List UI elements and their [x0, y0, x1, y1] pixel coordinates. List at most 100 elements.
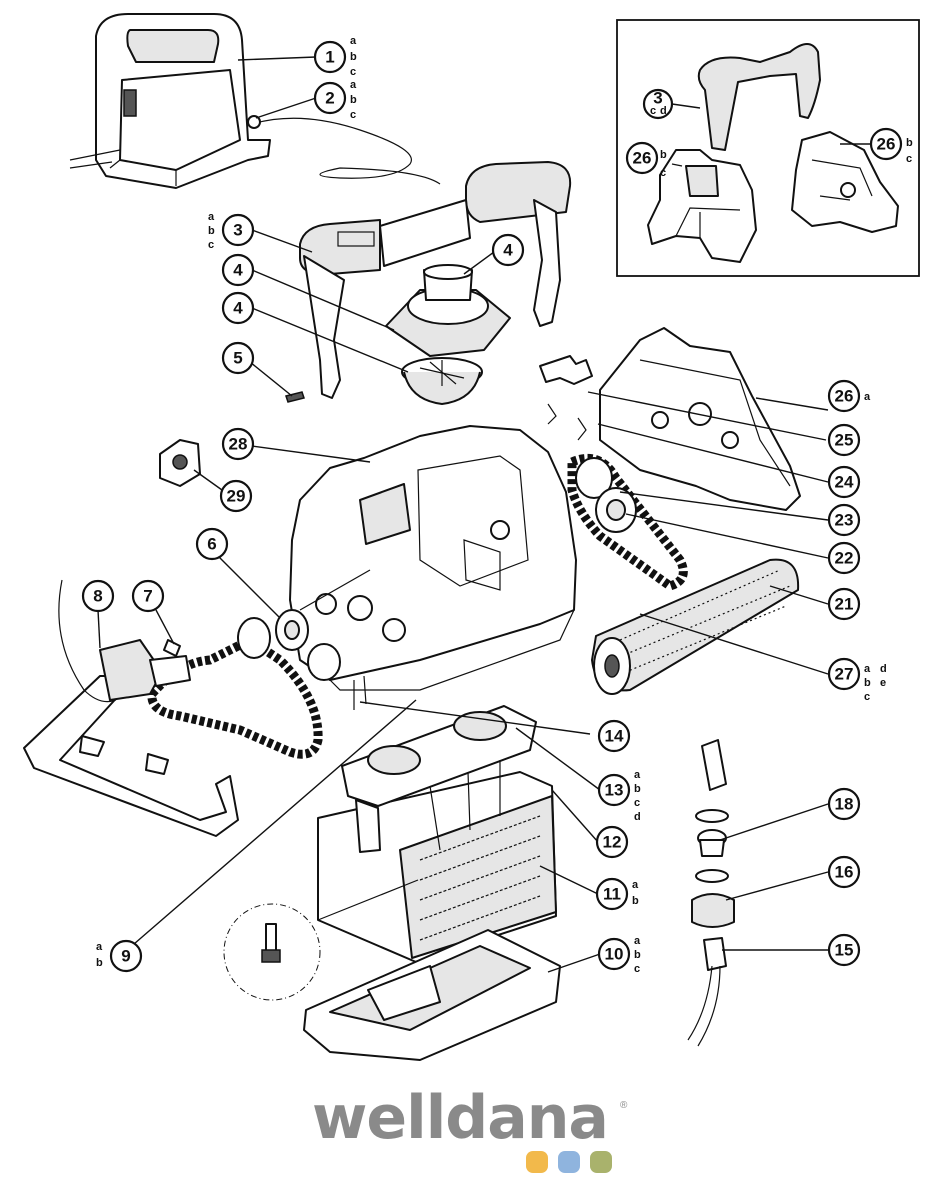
- callout-4-mid: 4: [221, 253, 255, 287]
- svg-text:13: 13: [605, 781, 624, 800]
- svg-text:24: 24: [835, 473, 854, 492]
- callout-21: 21: [827, 587, 861, 621]
- callout-7: 7: [131, 579, 165, 613]
- svg-text:a: a: [634, 769, 641, 781]
- svg-text:14: 14: [605, 727, 624, 746]
- svg-text:c: c: [350, 109, 356, 121]
- svg-text:c: c: [350, 66, 356, 78]
- callout-26a: 26 a: [827, 379, 871, 413]
- callout-9: 9 a b: [96, 939, 143, 973]
- brand-dot-orange: [526, 1151, 548, 1173]
- svg-text:5: 5: [233, 349, 242, 368]
- svg-text:b: b: [634, 783, 641, 795]
- svg-text:a: a: [864, 391, 871, 403]
- switch-part: [159, 439, 201, 487]
- screw-detail: [223, 879, 419, 1001]
- svg-text:26: 26: [633, 149, 652, 168]
- svg-text:2: 2: [325, 89, 334, 108]
- svg-text:b: b: [864, 677, 871, 689]
- drive-track-right: [567, 454, 688, 591]
- main-body-part: [289, 425, 577, 691]
- svg-text:10: 10: [605, 945, 624, 964]
- callout-11: 11 a b: [595, 877, 639, 911]
- svg-text:d: d: [634, 811, 641, 823]
- brand-dot-blue: [558, 1151, 580, 1173]
- svg-text:3: 3: [233, 221, 242, 240]
- callout-15: 15: [827, 933, 861, 967]
- inset-panel: [616, 19, 920, 277]
- svg-text:12: 12: [603, 833, 622, 852]
- callout-26-inset-right: 26 b c: [869, 127, 913, 165]
- brand-dot-green: [590, 1151, 612, 1173]
- svg-text:b: b: [350, 51, 357, 63]
- callout-5: 5: [221, 341, 255, 375]
- svg-text:a: a: [634, 935, 641, 947]
- callout-3-inset: 3 c d: [642, 89, 674, 120]
- svg-text:c: c: [650, 105, 656, 117]
- callout-16: 16: [827, 855, 861, 889]
- svg-text:c: c: [906, 153, 912, 165]
- svg-text:a: a: [864, 663, 871, 675]
- callout-22: 22: [827, 541, 861, 575]
- svg-text:3: 3: [653, 89, 662, 108]
- callout-26-inset-left: 26 b c: [625, 141, 667, 179]
- svg-text:23: 23: [835, 511, 854, 530]
- impeller-cover-part: [385, 264, 511, 405]
- brush-roller-part: [591, 558, 800, 695]
- brand-logo-text: welldana: [312, 1083, 609, 1153]
- callout-4-low: 4: [221, 291, 255, 325]
- svg-text:c: c: [634, 797, 640, 809]
- leader-lines: [97, 56, 870, 973]
- svg-text:c: c: [634, 963, 640, 975]
- bumper-part: [23, 579, 239, 837]
- svg-text:16: 16: [835, 863, 854, 882]
- callout-25: 25: [827, 423, 861, 457]
- svg-text:a: a: [208, 211, 215, 223]
- filter-assembly-part: [317, 675, 557, 963]
- svg-text:b: b: [660, 149, 667, 161]
- svg-text:d: d: [660, 105, 667, 117]
- svg-text:8: 8: [93, 587, 102, 606]
- bottom-lid-part: [303, 929, 561, 1061]
- svg-text:b: b: [906, 137, 913, 149]
- svg-text:b: b: [350, 94, 357, 106]
- svg-text:29: 29: [227, 487, 246, 506]
- svg-text:15: 15: [835, 941, 854, 960]
- svg-text:11: 11: [603, 885, 621, 904]
- callout-23: 23: [827, 503, 861, 537]
- svg-text:e: e: [880, 677, 886, 689]
- svg-text:6: 6: [207, 535, 216, 554]
- svg-text:4: 4: [233, 261, 243, 280]
- svg-text:b: b: [208, 225, 215, 237]
- svg-text:c: c: [864, 691, 870, 703]
- svg-text:9: 9: [121, 947, 130, 966]
- svg-text:4: 4: [503, 241, 513, 260]
- callout-6: 6: [195, 527, 229, 561]
- svg-text:27: 27: [835, 665, 854, 684]
- svg-text:c: c: [208, 239, 214, 251]
- callout-2: 2 a b c: [313, 79, 357, 121]
- handle-part: [299, 161, 572, 399]
- svg-text:18: 18: [835, 795, 854, 814]
- svg-text:26: 26: [877, 135, 896, 154]
- svg-text:b: b: [632, 895, 639, 907]
- callout-27: 27 a b c d e: [827, 657, 887, 703]
- callout-24: 24: [827, 465, 861, 499]
- svg-text:7: 7: [143, 587, 152, 606]
- callout-4-top: 4: [491, 233, 525, 267]
- callout-14: 14: [597, 719, 631, 753]
- callout-12: 12: [595, 825, 629, 859]
- side-plate-part: [539, 327, 801, 511]
- callout-3: 3 a b c: [208, 211, 255, 251]
- callout-29: 29: [219, 479, 253, 513]
- svg-text:4: 4: [233, 299, 243, 318]
- callout-13: 13 a b c d: [597, 769, 641, 823]
- svg-text:a: a: [350, 79, 357, 91]
- svg-text:c: c: [660, 167, 666, 179]
- svg-text:26: 26: [835, 387, 854, 406]
- svg-text:a: a: [96, 941, 103, 953]
- svg-text:a: a: [632, 879, 639, 891]
- svg-text:1: 1: [325, 48, 334, 67]
- svg-text:b: b: [96, 957, 103, 969]
